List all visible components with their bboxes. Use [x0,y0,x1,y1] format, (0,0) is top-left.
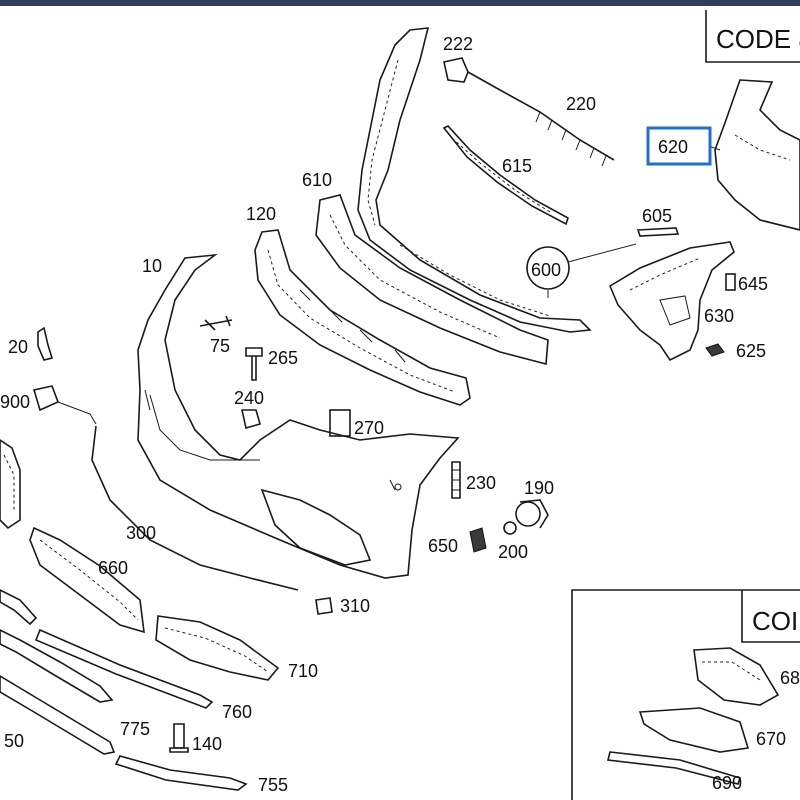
label-670: 670 [756,729,786,749]
label-615: 615 [502,156,532,176]
label-600: 600 [531,260,561,280]
label-240: 240 [234,388,264,408]
part-222-clip[interactable] [443,57,469,83]
part-650-holder[interactable] [469,527,487,553]
label-645: 645 [738,274,768,294]
part-strip-755[interactable] [114,755,248,791]
code-box-top-label: CODE 8 [716,24,800,54]
part-140-bolt[interactable] [169,723,189,753]
label-140: 140 [192,734,222,754]
label-605: 605 [642,206,672,226]
part-strip-750[interactable] [0,675,116,755]
window-top-bar [0,0,800,6]
part-605-strip[interactable] [636,227,680,237]
part-630-side-bracket[interactable] [608,241,735,362]
part-strip-760[interactable] [34,628,214,709]
label-120: 120 [246,204,276,224]
label-270: 270 [354,418,384,438]
label-20: 20 [8,337,28,357]
part-900-sensor[interactable] [32,385,97,425]
label-200: 200 [498,542,528,562]
part-620-upper-right-bracket[interactable] [714,79,800,231]
part-670-trim[interactable] [638,707,750,753]
part-75-pin[interactable] [199,315,233,331]
part-10-bumper-cover[interactable] [137,253,460,579]
code-box-top: CODE 8 [705,10,800,63]
label-620: 620 [658,137,688,157]
part-220-wire[interactable] [467,71,615,167]
label-50: 50 [4,731,24,751]
part-610-bracket[interactable] [315,194,549,366]
label-775: 775 [120,719,150,739]
highlight-620-box[interactable] [646,126,712,166]
label-660: 660 [98,558,128,578]
label-222: 222 [443,34,473,54]
label-10: 10 [142,256,162,276]
part-270-pad[interactable] [329,409,351,437]
part-left-grille[interactable] [0,439,21,530]
leader-lines [547,144,721,298]
label-220: 220 [566,94,596,114]
part-20-clip[interactable] [37,326,54,361]
part-200-ring[interactable] [503,521,517,535]
part-660-grille[interactable] [29,526,145,634]
part-300-harness[interactable] [91,425,299,591]
part-120-absorber[interactable] [254,229,471,406]
label-900: 900 [0,392,30,412]
callout-600[interactable] [526,246,570,290]
label-230: 230 [466,473,496,493]
label-650: 650 [428,536,458,556]
code-box-bottom-label: COI [752,606,798,636]
part-690-strip[interactable] [607,751,742,785]
label-680: 68 [780,668,800,688]
label-625: 625 [736,341,766,361]
label-310: 310 [340,596,370,616]
part-240-nut[interactable] [241,409,261,430]
label-760: 760 [222,702,252,722]
part-230-bolt[interactable] [451,461,461,499]
part-615-strip[interactable] [442,125,569,226]
part-265-bolt[interactable] [245,347,263,381]
code-box-bottom: COI [571,589,800,800]
label-630: 630 [704,306,734,326]
parts-diagram: CODE 8 COI [0,10,800,800]
part-strip-left[interactable] [0,589,38,626]
part-strip-775[interactable] [0,629,114,703]
part-190-sensor[interactable] [515,499,549,529]
part-610-crossbar[interactable] [357,27,592,333]
label-755: 755 [258,775,288,795]
label-300: 300 [126,523,156,543]
label-190: 190 [524,478,554,498]
label-75: 75 [210,336,230,356]
label-265: 265 [268,348,298,368]
part-310-clip[interactable] [315,597,333,615]
part-645-clip[interactable] [725,273,736,291]
label-710: 710 [288,661,318,681]
label-610: 610 [302,170,332,190]
part-680-grille[interactable] [693,647,780,706]
part-625-nut[interactable] [705,343,725,357]
part-710-grille[interactable] [155,615,280,681]
label-690: 690 [712,773,742,793]
